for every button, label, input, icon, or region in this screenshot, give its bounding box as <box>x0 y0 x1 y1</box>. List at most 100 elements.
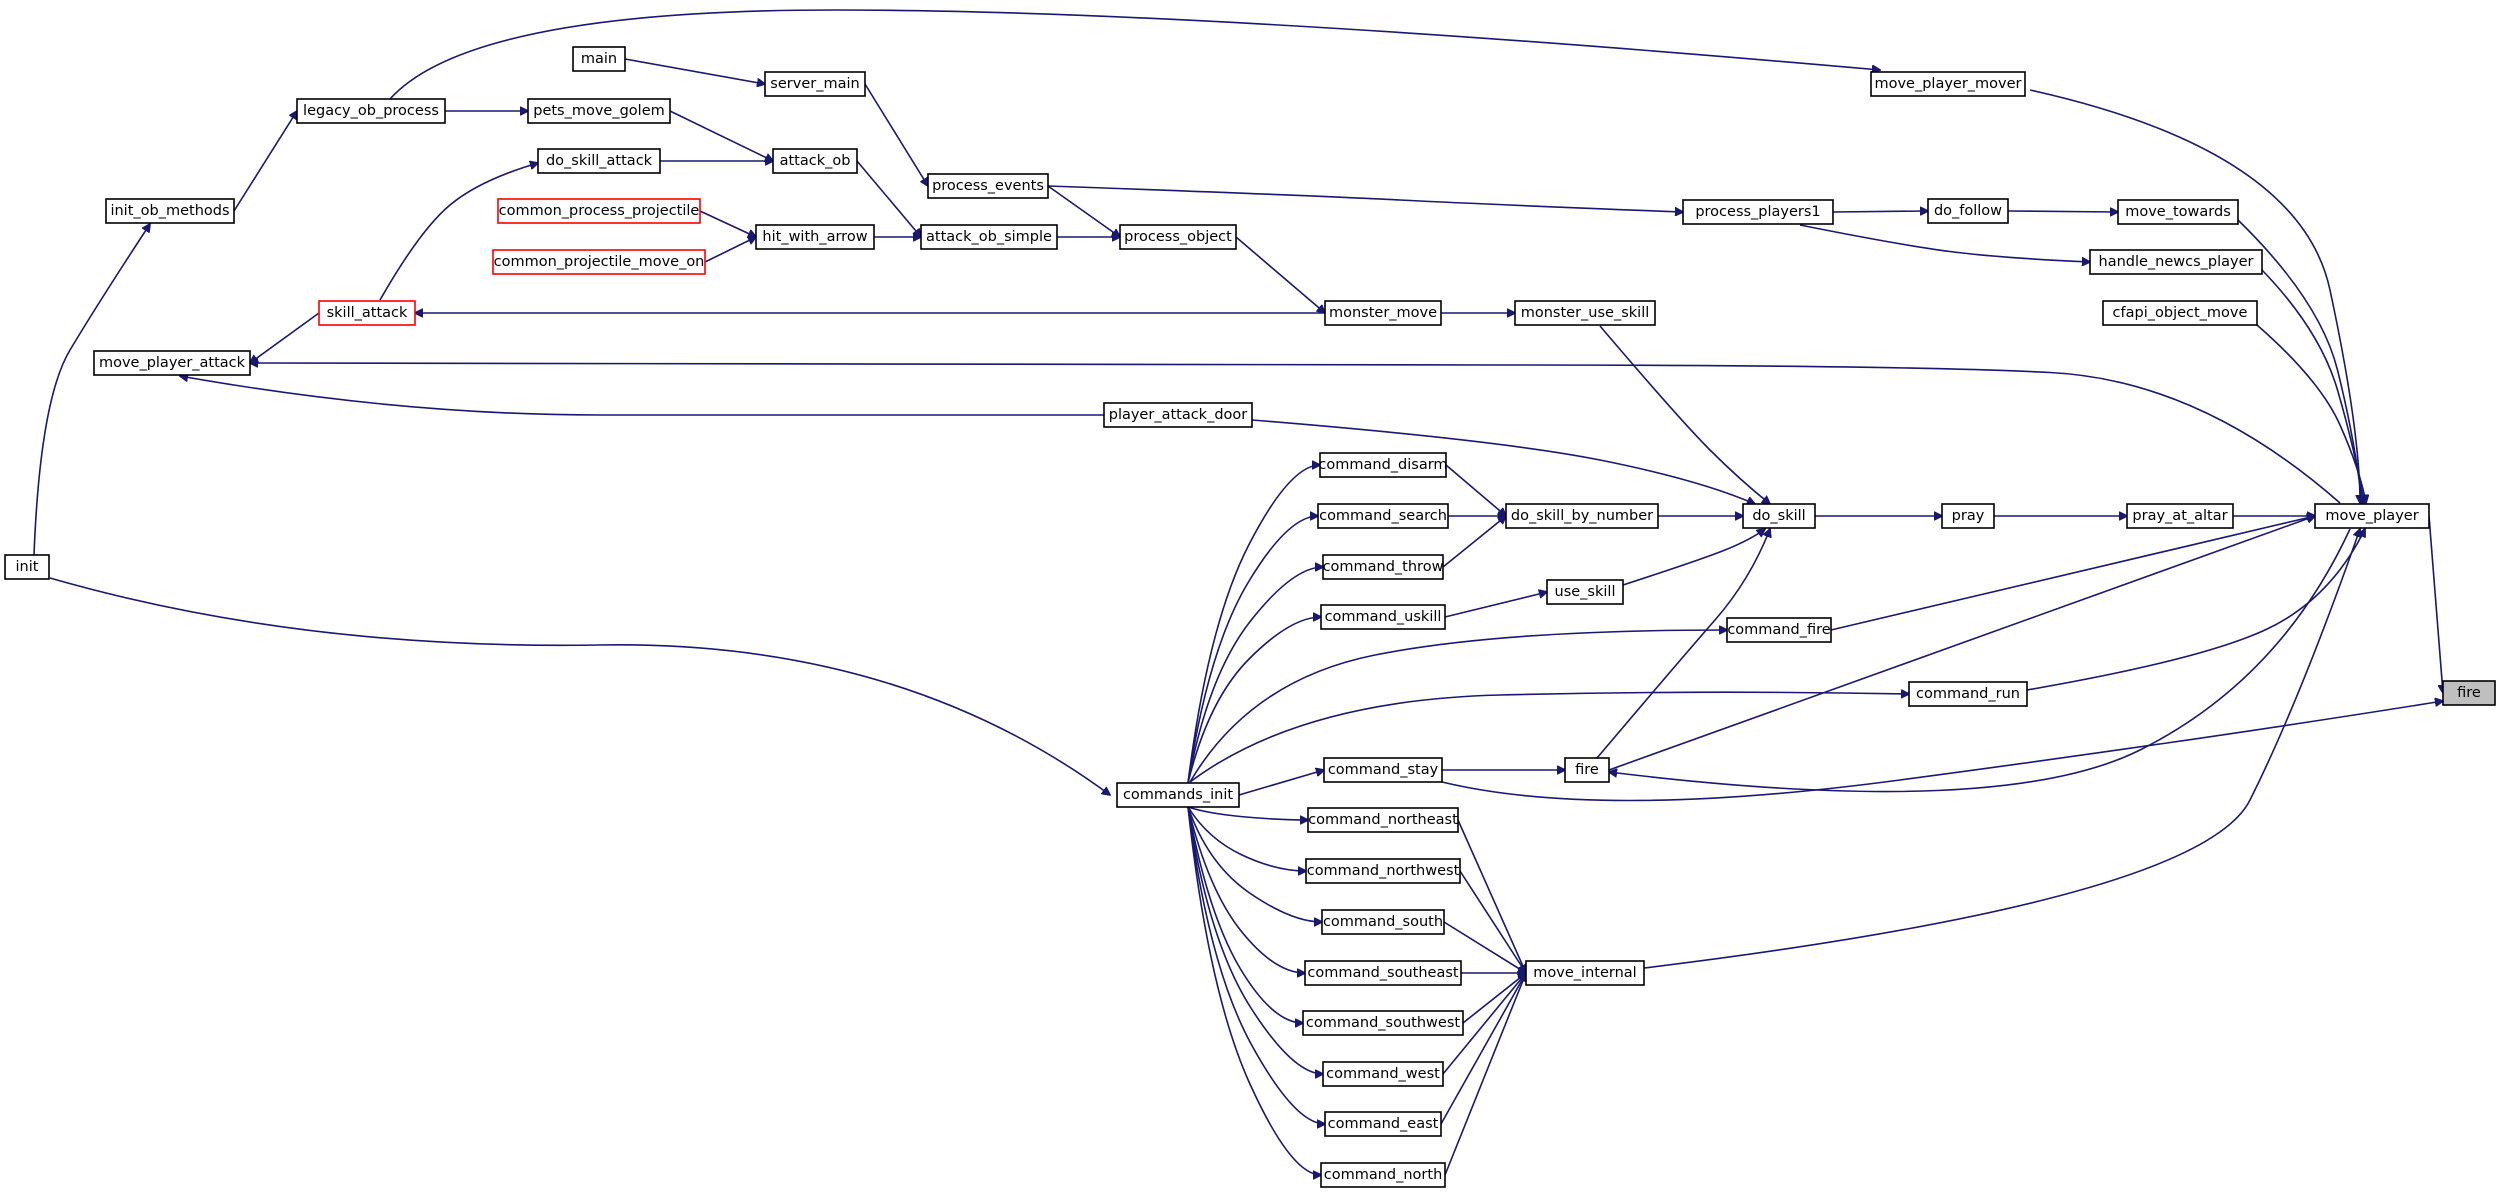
node-command-east[interactable]: command_east <box>1324 1111 1442 1137</box>
node-box[interactable] <box>1927 198 2009 224</box>
node-box[interactable] <box>527 98 671 124</box>
node-box[interactable] <box>1870 71 2026 97</box>
node-box[interactable] <box>1320 604 1446 630</box>
node-box[interactable] <box>920 224 1058 250</box>
node-box[interactable] <box>537 148 661 174</box>
node-box[interactable] <box>772 148 858 174</box>
node-process-events[interactable]: process_events <box>927 173 1049 199</box>
node-player-attack-door[interactable]: player_attack_door <box>1103 402 1253 428</box>
node-box[interactable] <box>2117 199 2239 225</box>
node-server-main[interactable]: server_main <box>764 71 866 97</box>
node-monster-use-skill[interactable]: monster_use_skill <box>1514 300 1656 326</box>
node-command-north[interactable]: command_north <box>1320 1162 1446 1188</box>
node-box[interactable] <box>2314 503 2430 529</box>
node-box[interactable] <box>4 554 50 580</box>
node-command-search[interactable]: command_search <box>1317 503 1449 529</box>
node-command-northeast[interactable]: command_northeast <box>1307 807 1459 833</box>
node-do-skill-by-number[interactable]: do_skill_by_number <box>1505 503 1659 529</box>
node-box[interactable] <box>1564 757 1610 783</box>
node-attack-ob-simple[interactable]: attack_ob_simple <box>920 224 1058 250</box>
node-box[interactable] <box>1103 402 1253 428</box>
node-pray-at-altar[interactable]: pray_at_altar <box>2126 503 2234 529</box>
node-process-object[interactable]: process_object <box>1119 224 1237 250</box>
node-commands-init[interactable]: commands_init <box>1116 782 1240 808</box>
node-box[interactable] <box>1320 1162 1446 1188</box>
node-use-skill[interactable]: use_skill <box>1546 579 1624 605</box>
node-box[interactable] <box>497 198 701 224</box>
node-init-ob-methods[interactable]: init_ob_methods <box>105 198 235 224</box>
node-box[interactable] <box>93 350 251 376</box>
node-box[interactable] <box>755 224 875 250</box>
node-move-player[interactable]: move_player <box>2314 503 2430 529</box>
node-box[interactable] <box>105 198 235 224</box>
node-box[interactable] <box>1324 1111 1442 1137</box>
node-box[interactable] <box>1324 300 1442 326</box>
node-box[interactable] <box>927 173 1049 199</box>
node-skill-attack[interactable]: skill_attack <box>318 300 416 326</box>
node-box[interactable] <box>1514 300 1656 326</box>
node-box[interactable] <box>1941 503 1995 529</box>
node-box[interactable] <box>1116 782 1240 808</box>
node-box[interactable] <box>318 300 416 326</box>
node-box[interactable] <box>1742 503 1816 529</box>
node-box[interactable] <box>1305 858 1461 884</box>
node-command-run[interactable]: command_run <box>1908 681 2028 707</box>
node-command-fire[interactable]: command_fire <box>1726 617 1832 643</box>
node-box[interactable] <box>1682 199 1834 225</box>
node-box[interactable] <box>572 46 626 72</box>
node-command-west[interactable]: command_west <box>1322 1061 1444 1087</box>
node-command-southeast[interactable]: command_southeast <box>1304 960 1462 986</box>
node-box[interactable] <box>2126 503 2234 529</box>
node-box[interactable] <box>1307 807 1459 833</box>
node-box[interactable] <box>1319 452 1447 478</box>
node-box[interactable] <box>1317 503 1449 529</box>
node-move-player-attack[interactable]: move_player_attack <box>93 350 251 376</box>
node-box[interactable] <box>492 249 706 275</box>
node-box[interactable] <box>2442 680 2496 706</box>
node-do-follow[interactable]: do_follow <box>1927 198 2009 224</box>
node-box[interactable] <box>1322 1061 1444 1087</box>
node-box[interactable] <box>764 71 866 97</box>
node-hit-with-arrow[interactable]: hit_with_arrow <box>755 224 875 250</box>
node-box[interactable] <box>2089 249 2263 275</box>
node-init[interactable]: init <box>4 554 50 580</box>
node-box[interactable] <box>1505 503 1659 529</box>
node-command-southwest[interactable]: command_southwest <box>1302 1010 1464 1036</box>
node-command-disarm[interactable]: command_disarm <box>1318 452 1448 478</box>
node-box[interactable] <box>1321 909 1445 935</box>
node-fire[interactable]: fire <box>1564 757 1610 783</box>
node-box[interactable] <box>1304 960 1462 986</box>
node-common-projectile-move-on[interactable]: common_projectile_move_on <box>492 249 706 275</box>
node-pray[interactable]: pray <box>1941 503 1995 529</box>
node-fire[interactable]: fire <box>2442 680 2496 706</box>
node-command-throw[interactable]: command_throw <box>1322 554 1444 580</box>
node-command-stay[interactable]: command_stay <box>1323 757 1443 783</box>
node-do-skill-attack[interactable]: do_skill_attack <box>537 148 661 174</box>
node-common-process-projectile[interactable]: common_process_projectile <box>497 198 701 224</box>
node-box[interactable] <box>1322 554 1444 580</box>
node-command-south[interactable]: command_south <box>1321 909 1445 935</box>
node-move-player-mover[interactable]: move_player_mover <box>1870 71 2026 97</box>
node-box[interactable] <box>296 98 446 124</box>
node-box[interactable] <box>1908 681 2028 707</box>
node-cfapi-object-move[interactable]: cfapi_object_move <box>2102 300 2258 326</box>
node-box[interactable] <box>1546 579 1624 605</box>
node-move-towards[interactable]: move_towards <box>2117 199 2239 225</box>
node-handle-newcs-player[interactable]: handle_newcs_player <box>2089 249 2263 275</box>
node-pets-move-golem[interactable]: pets_move_golem <box>527 98 671 124</box>
node-command-uskill[interactable]: command_uskill <box>1320 604 1446 630</box>
node-box[interactable] <box>1726 617 1832 643</box>
node-box[interactable] <box>2102 300 2258 326</box>
node-monster-move[interactable]: monster_move <box>1324 300 1442 326</box>
node-box[interactable] <box>1323 757 1443 783</box>
node-command-northwest[interactable]: command_northwest <box>1305 858 1461 884</box>
node-legacy-ob-process[interactable]: legacy_ob_process <box>296 98 446 124</box>
node-box[interactable] <box>1302 1010 1464 1036</box>
node-box[interactable] <box>1525 960 1645 986</box>
node-do-skill[interactable]: do_skill <box>1742 503 1816 529</box>
node-attack-ob[interactable]: attack_ob <box>772 148 858 174</box>
node-main[interactable]: main <box>572 46 626 72</box>
node-box[interactable] <box>1119 224 1237 250</box>
node-move-internal[interactable]: move_internal <box>1525 960 1645 986</box>
node-process-players1[interactable]: process_players1 <box>1682 199 1834 225</box>
